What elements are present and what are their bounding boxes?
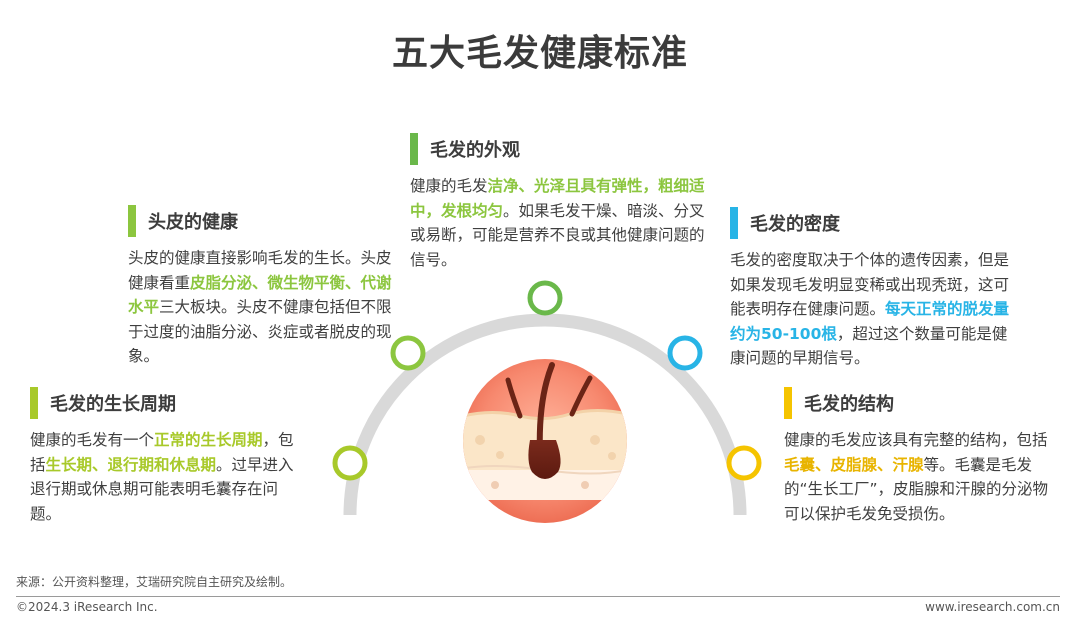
footer-divider: [16, 596, 1060, 597]
body-text: 等。毛囊是毛发的“生长工厂”，皮脂腺和汗腺的分泌物可以保护毛发免受损伤。: [784, 455, 1049, 523]
body-text: ，包括: [30, 431, 294, 474]
structure-bar: [784, 387, 792, 419]
section-density: 毛发的密度 毛发的密度取决于个体的遗传因素，但是如果发现毛发明显变稀或出现秃斑，…: [730, 206, 1022, 371]
cycle-heading: 毛发的生长周期: [50, 394, 176, 415]
appearance-heading: 毛发的外观: [430, 140, 520, 161]
body-text: 头皮的健康直接影响毛发的生长。头皮健康看重: [128, 249, 392, 292]
body-text: 健康的毛发有一个: [30, 431, 155, 449]
highlight-text: 皮脂分泌、微生物平衡、代谢水平: [128, 273, 392, 317]
website-link[interactable]: www.iresearch.com.cn: [925, 600, 1060, 614]
body-text: 三大板块。头皮不健康包括但不限于过度的油脂分泌、炎症或者脱皮的现象。: [128, 298, 392, 365]
body-text: 健康的毛发: [410, 177, 488, 195]
marker-appearance: [527, 280, 563, 316]
body-text: 健康的毛发应该具有完整的结构，包括: [784, 431, 1048, 449]
marker-structure: [726, 445, 762, 481]
density-bar: [730, 207, 738, 239]
structure-text: 健康的毛发应该具有完整的结构，包括毛囊、皮脂腺、汗腺等。毛囊是毛发的“生长工厂”…: [784, 428, 1054, 526]
marker-density: [667, 335, 703, 371]
highlight-text: 毛囊、皮脂腺、汗腺: [784, 455, 924, 474]
body-text: 。如果毛发干燥、暗淡、分叉或易断，可能是营养不良或其他健康问题的信号。: [410, 201, 705, 269]
highlight-text: 每天正常的脱发量约为50-100根: [730, 300, 1010, 343]
highlight-text: 生长期、退行期和休息期: [45, 455, 217, 474]
highlight-text: 洁净、光泽且具有弹性，粗细适中，发根均匀: [410, 177, 705, 220]
body-text: 毛发的密度取决于个体的遗传因素，但是如果发现毛发明显变稀或出现秃斑，这可能表明存…: [730, 251, 1010, 318]
density-text: 毛发的密度取决于个体的遗传因素，但是如果发现毛发明显变稀或出现秃斑，这可能表明存…: [730, 248, 1022, 371]
scalp-bar: [128, 205, 136, 237]
structure-heading: 毛发的结构: [804, 394, 894, 415]
marker-cycle: [332, 445, 368, 481]
highlight-text: 正常的生长周期: [154, 431, 263, 449]
appearance-text: 健康的毛发洁净、光泽且具有弹性，粗细适中，发根均匀。如果毛发干燥、暗淡、分叉或易…: [410, 174, 710, 272]
cycle-text: 健康的毛发有一个正常的生长周期，包括生长期、退行期和休息期。过早进入退行期或休息…: [30, 428, 295, 526]
arc-line: [343, 313, 747, 516]
density-heading: 毛发的密度: [750, 214, 840, 235]
page-title: 五大毛发健康标准: [391, 33, 688, 74]
source-note: 来源：公开资料整理，艾瑞研究院自主研究及绘制。: [16, 575, 293, 589]
section-appearance: 毛发的外观 健康的毛发洁净、光泽且具有弹性，粗细适中，发根均匀。如果毛发干燥、暗…: [410, 132, 710, 272]
scalp-text: 头皮的健康直接影响毛发的生长。头皮健康看重皮脂分泌、微生物平衡、代谢水平三大板块…: [128, 246, 403, 369]
copyright: ©2024.3 iResearch Inc.: [16, 600, 158, 614]
appearance-bar: [410, 133, 418, 165]
section-scalp: 头皮的健康 头皮的健康直接影响毛发的生长。头皮健康看重皮脂分泌、微生物平衡、代谢…: [128, 204, 403, 369]
scalp-heading: 头皮的健康: [148, 212, 238, 233]
section-cycle: 毛发的生长周期 健康的毛发有一个正常的生长周期，包括生长期、退行期和休息期。过早…: [30, 386, 295, 526]
marker-scalp: [390, 335, 426, 371]
body-text: ，超过这个数量可能是健康问题的早期信号。: [730, 324, 1008, 368]
hair-follicle-icon: [463, 359, 627, 523]
section-structure: 毛发的结构 健康的毛发应该具有完整的结构，包括毛囊、皮脂腺、汗腺等。毛囊是毛发的…: [784, 386, 1054, 526]
cycle-bar: [30, 387, 38, 419]
body-text: 。过早进入退行期或休息期可能表明毛囊存在问题。: [30, 455, 294, 523]
